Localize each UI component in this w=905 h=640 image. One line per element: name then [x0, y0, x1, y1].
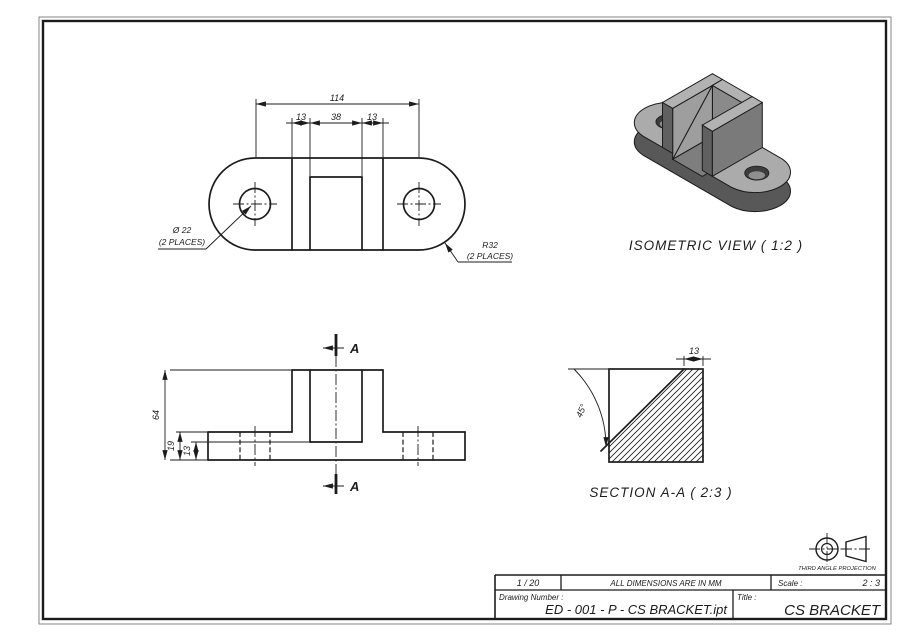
section-diagonal — [600, 368, 685, 452]
dim-13-front: 13 — [182, 446, 192, 456]
top-view: 114 13 38 13 Ø 22 (2 PLACES) R32 (2 PLAC… — [158, 93, 513, 263]
dimensions-note: ALL DIMENSIONS ARE IN MM — [609, 579, 721, 588]
hole-leader: Ø 22 (2 PLACES) — [158, 205, 252, 250]
title-value: CS BRACKET — [784, 602, 882, 619]
title-label: Title : — [737, 593, 757, 602]
scale-label: Scale : — [778, 579, 802, 588]
third-angle-projection-symbol: THIRD ANGLE PROJECTION — [798, 533, 877, 572]
hole-centerlines — [233, 182, 441, 226]
top-view-outline — [208, 157, 466, 251]
drawing-number-value: ED - 001 - P - CS BRACKET.ipt — [545, 602, 728, 617]
iso-top-right-strip — [701, 96, 764, 132]
hole-places-note: (2 PLACES) — [159, 237, 205, 247]
radius-places-note: (2 PLACES) — [467, 251, 513, 261]
isometric-caption: ISOMETRIC VIEW ( 1:2 ) — [629, 238, 803, 253]
dim-45deg: 45° — [574, 402, 589, 419]
iso-wall1-end-face — [662, 101, 674, 155]
section-caption: SECTION A-A ( 2:3 ) — [589, 485, 732, 500]
section-hatch — [609, 369, 703, 462]
sheet-number: 1 / 20 — [517, 578, 540, 588]
top-extension-lines — [255, 99, 420, 176]
section-13-dim: 13 — [676, 346, 711, 366]
front-view-outline — [207, 369, 466, 461]
projection-cone — [845, 535, 867, 563]
iso-top-left-strip — [661, 73, 724, 109]
dim-13-right: 13 — [367, 112, 377, 122]
projection-label: THIRD ANGLE PROJECTION — [798, 566, 877, 572]
dim-13-section: 13 — [689, 346, 699, 356]
isometric-view: ISOMETRIC VIEW ( 1:2 ) — [629, 73, 803, 253]
radius-label: R32 — [482, 240, 498, 250]
title-block: 1 / 20 ALL DIMENSIONS ARE IN MM Scale : … — [494, 574, 886, 619]
radius-leader: R32 (2 PLACES) — [444, 240, 513, 263]
iso-hole-right — [744, 165, 770, 181]
sheet-frame — [38, 16, 892, 625]
dim-64: 64 — [151, 410, 161, 420]
section-letter-bottom: A — [349, 479, 359, 494]
section-view: 45° 13 SECTION A-A ( 2:3 ) — [568, 346, 732, 500]
scale-value: 2 : 3 — [861, 578, 880, 588]
dim-114: 114 — [330, 93, 344, 103]
hole-diameter-label: Ø 22 — [172, 225, 192, 235]
iso-wall2-end-face — [701, 124, 713, 178]
iso-chamfer-edge — [672, 85, 713, 160]
section-outline — [608, 368, 704, 463]
dim-38: 38 — [331, 112, 341, 122]
angle-dim-arc — [573, 368, 609, 448]
front-hidden-lines — [239, 426, 434, 466]
dim-19: 19 — [166, 441, 176, 451]
section-letter-top: A — [349, 341, 359, 356]
drawing-number-label: Drawing Number : — [499, 593, 563, 602]
front-view: 64 19 13 A A — [151, 334, 466, 494]
section-line-AA: A A — [323, 334, 359, 494]
dim-13-left: 13 — [296, 112, 306, 122]
